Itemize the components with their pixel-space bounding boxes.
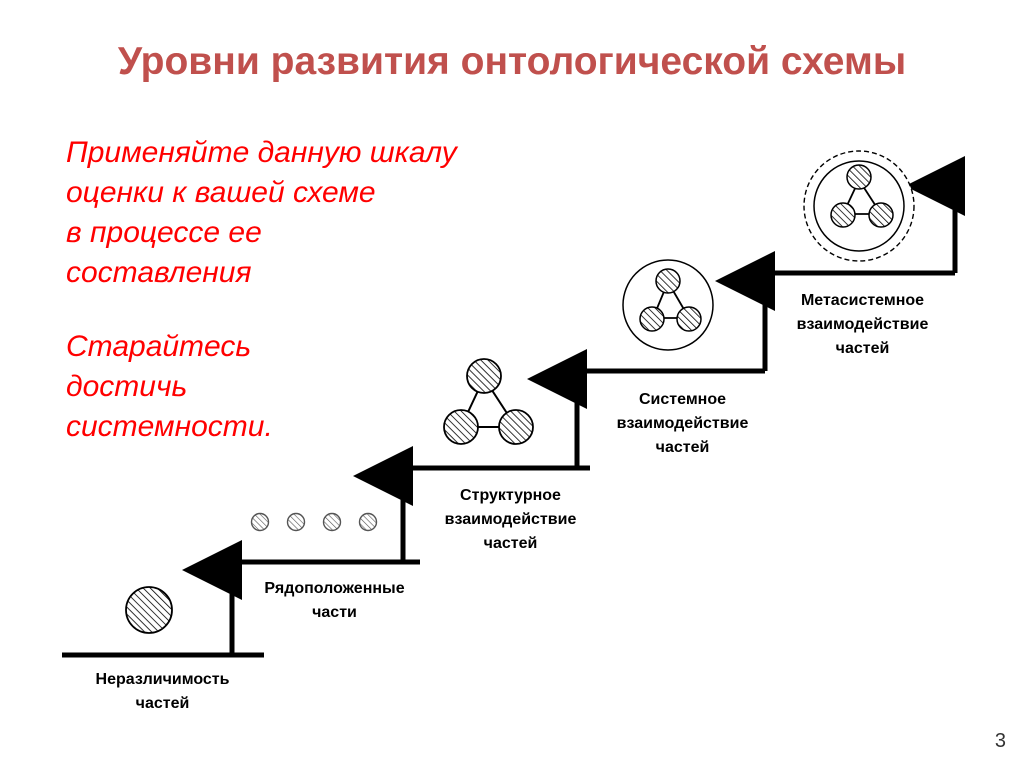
label-line: взаимодействие	[796, 316, 929, 333]
instruction-note: Применяйте данную шкалу оценки к вашей с…	[66, 133, 546, 447]
level-2-icon	[250, 512, 378, 532]
note-paragraph-1: Применяйте данную шкалу оценки к вашей с…	[66, 133, 546, 293]
note-line: системности.	[66, 410, 273, 443]
note-line: достичь	[66, 370, 188, 403]
note-line: составления	[66, 256, 252, 289]
level-3-icon	[443, 358, 534, 445]
slide-title: Уровни развития онтологической схемы	[117, 40, 907, 83]
label-line: Неразличимость	[95, 671, 230, 688]
note-line: оценки к вашей схеме	[66, 176, 376, 209]
label-line: частей	[835, 340, 890, 357]
stair-risers	[182, 156, 965, 655]
note-line: Применяйте данную шкалу	[66, 136, 457, 169]
page-number: 3	[994, 730, 1006, 752]
level-1-label: Неразличимость частей	[60, 668, 265, 716]
note-line: Старайтесь	[66, 330, 252, 363]
label-line: части	[312, 604, 357, 621]
label-line: частей	[483, 535, 538, 552]
note-line: в процессе ее	[66, 216, 262, 249]
label-line: частей	[655, 439, 710, 456]
level-4-label: Системное взаимодействие частей	[580, 388, 785, 460]
label-line: Системное	[639, 391, 726, 408]
level-1-icon	[125, 586, 173, 634]
label-line: Структурное	[460, 487, 561, 504]
level-5-label: Метасистемное взаимодействие частей	[760, 289, 965, 361]
note-paragraph-2: Старайтесь достичь системности.	[66, 327, 546, 447]
label-line: взаимодействие	[444, 511, 577, 528]
level-2-label: Рядоположенные части	[232, 577, 437, 625]
level-5-icon	[803, 150, 915, 262]
level-4-icon	[622, 259, 714, 351]
level-3-label: Структурное взаимодействие частей	[408, 484, 613, 556]
label-line: Метасистемное	[800, 292, 925, 309]
label-line: Рядоположенные	[264, 580, 405, 597]
label-line: взаимодействие	[616, 415, 749, 432]
label-line: частей	[135, 695, 190, 712]
